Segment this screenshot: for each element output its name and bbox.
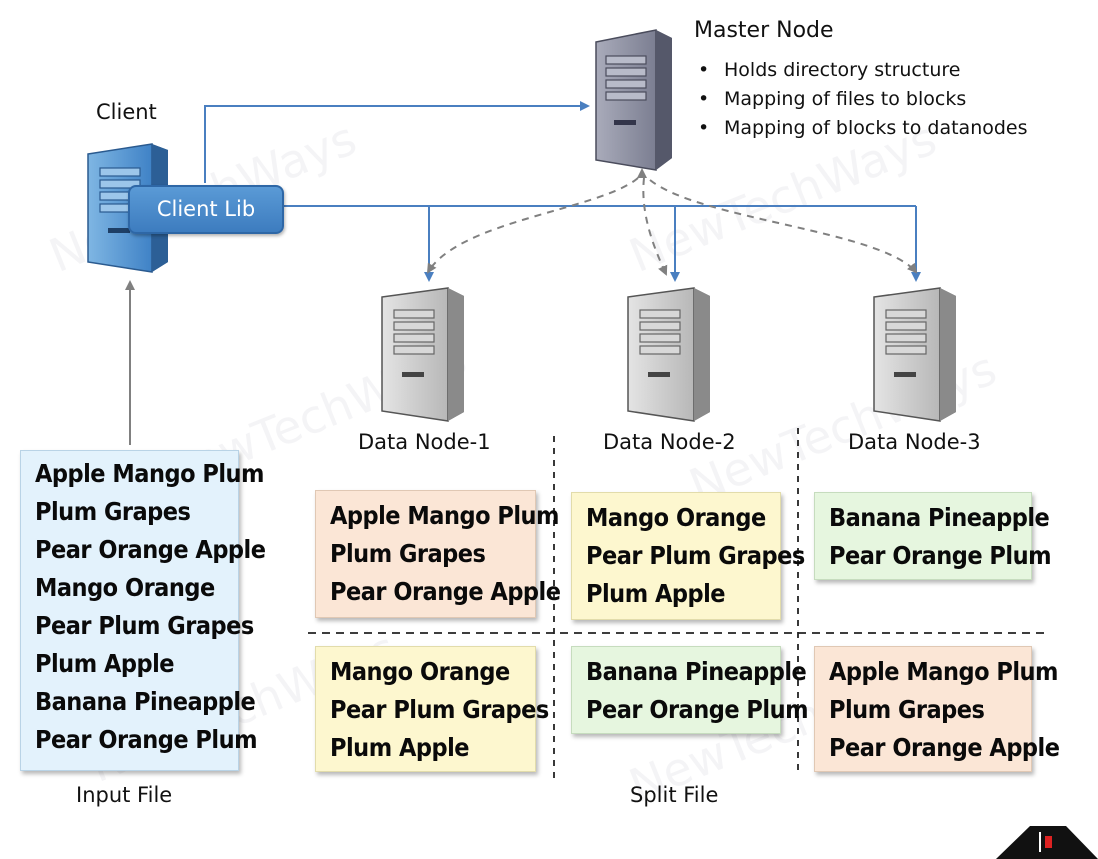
master-bullet: Holds directory structure bbox=[698, 56, 1028, 85]
data-node-3-block-1: Banana Pineapple Pear Orange Plum bbox=[814, 492, 1052, 580]
block-line: Apple Mango Plum bbox=[829, 657, 1059, 686]
data-node-3-label: Data Node-3 bbox=[848, 430, 981, 454]
block-line: Pear Orange Apple bbox=[330, 577, 561, 606]
client-to-master-arrow bbox=[204, 101, 590, 183]
input-file-line: Pear Orange Apple bbox=[35, 535, 266, 564]
client-lib-box: Client Lib bbox=[128, 185, 284, 234]
master-node-title: Master Node bbox=[694, 18, 834, 43]
block-line: Pear Orange Apple bbox=[829, 733, 1060, 762]
block-line: Banana Pineapple bbox=[829, 503, 1050, 532]
block-line: Plum Grapes bbox=[330, 539, 486, 568]
master-bullet: Mapping of files to blocks bbox=[698, 85, 1028, 114]
data-node-2-block-2: Banana Pineapple Pear Orange Plum bbox=[571, 646, 809, 734]
data-node-2-server-icon bbox=[627, 287, 710, 422]
split-file-label: Split File bbox=[630, 783, 719, 807]
input-file-line: Banana Pineapple bbox=[35, 687, 256, 716]
data-node-1-block-2: Mango Orange Pear Plum Grapes Plum Apple bbox=[315, 646, 549, 772]
master-node-bullets: Holds directory structure Mapping of fil… bbox=[698, 56, 1028, 143]
master-to-data-node-3-dashed-arrow bbox=[649, 179, 918, 274]
input-file-label: Input File bbox=[76, 783, 173, 807]
logo bbox=[996, 826, 1098, 859]
block-line: Banana Pineapple bbox=[586, 657, 807, 686]
data-node-1-label: Data Node-1 bbox=[358, 430, 491, 454]
data-node-3-server-icon bbox=[873, 287, 956, 422]
input-file-block: Apple Mango Plum Plum Grapes Pear Orange… bbox=[20, 450, 266, 771]
block-line: Pear Plum Grapes bbox=[586, 541, 805, 570]
input-file-line: Plum Grapes bbox=[35, 497, 191, 526]
block-line: Mango Orange bbox=[586, 503, 766, 532]
data-node-2-label: Data Node-2 bbox=[603, 430, 736, 454]
data-node-1-server-icon bbox=[381, 287, 464, 422]
input-file-line: Mango Orange bbox=[35, 573, 215, 602]
master-to-data-node-2-dashed-arrow bbox=[642, 177, 668, 276]
input-file-line: Pear Orange Plum bbox=[35, 725, 258, 754]
block-line: Pear Orange Plum bbox=[829, 541, 1052, 570]
block-line: Pear Plum Grapes bbox=[330, 695, 549, 724]
master-bullet: Mapping of blocks to datanodes bbox=[698, 114, 1028, 143]
input-file-line: Plum Apple bbox=[35, 649, 175, 678]
block-line: Pear Orange Plum bbox=[586, 695, 809, 724]
master-to-data-node-1-dashed-arrow bbox=[426, 177, 639, 274]
block-line: Plum Apple bbox=[586, 579, 726, 608]
master-server-icon bbox=[595, 29, 672, 171]
block-line: Plum Apple bbox=[330, 733, 470, 762]
data-node-3-block-2: Apple Mango Plum Plum Grapes Pear Orange… bbox=[814, 646, 1060, 772]
client-label: Client bbox=[96, 100, 157, 124]
block-line: Plum Grapes bbox=[829, 695, 985, 724]
data-node-1-block-1: Apple Mango Plum Plum Grapes Pear Orange… bbox=[315, 490, 561, 618]
input-file-line: Pear Plum Grapes bbox=[35, 611, 254, 640]
client-server-icon bbox=[87, 143, 168, 273]
data-node-2-block-1: Mango Orange Pear Plum Grapes Plum Apple bbox=[571, 492, 805, 620]
input-file-line: Apple Mango Plum bbox=[35, 459, 265, 488]
block-line: Apple Mango Plum bbox=[330, 501, 560, 530]
block-line: Mango Orange bbox=[330, 657, 510, 686]
